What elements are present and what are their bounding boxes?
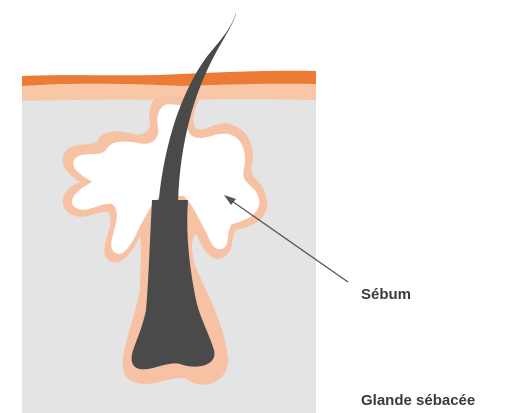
sebum-label: Sébum: [361, 287, 411, 302]
sebaceous-gland-label: Glande sébacée: [361, 393, 475, 408]
epidermis-top-layer: [22, 71, 316, 86]
